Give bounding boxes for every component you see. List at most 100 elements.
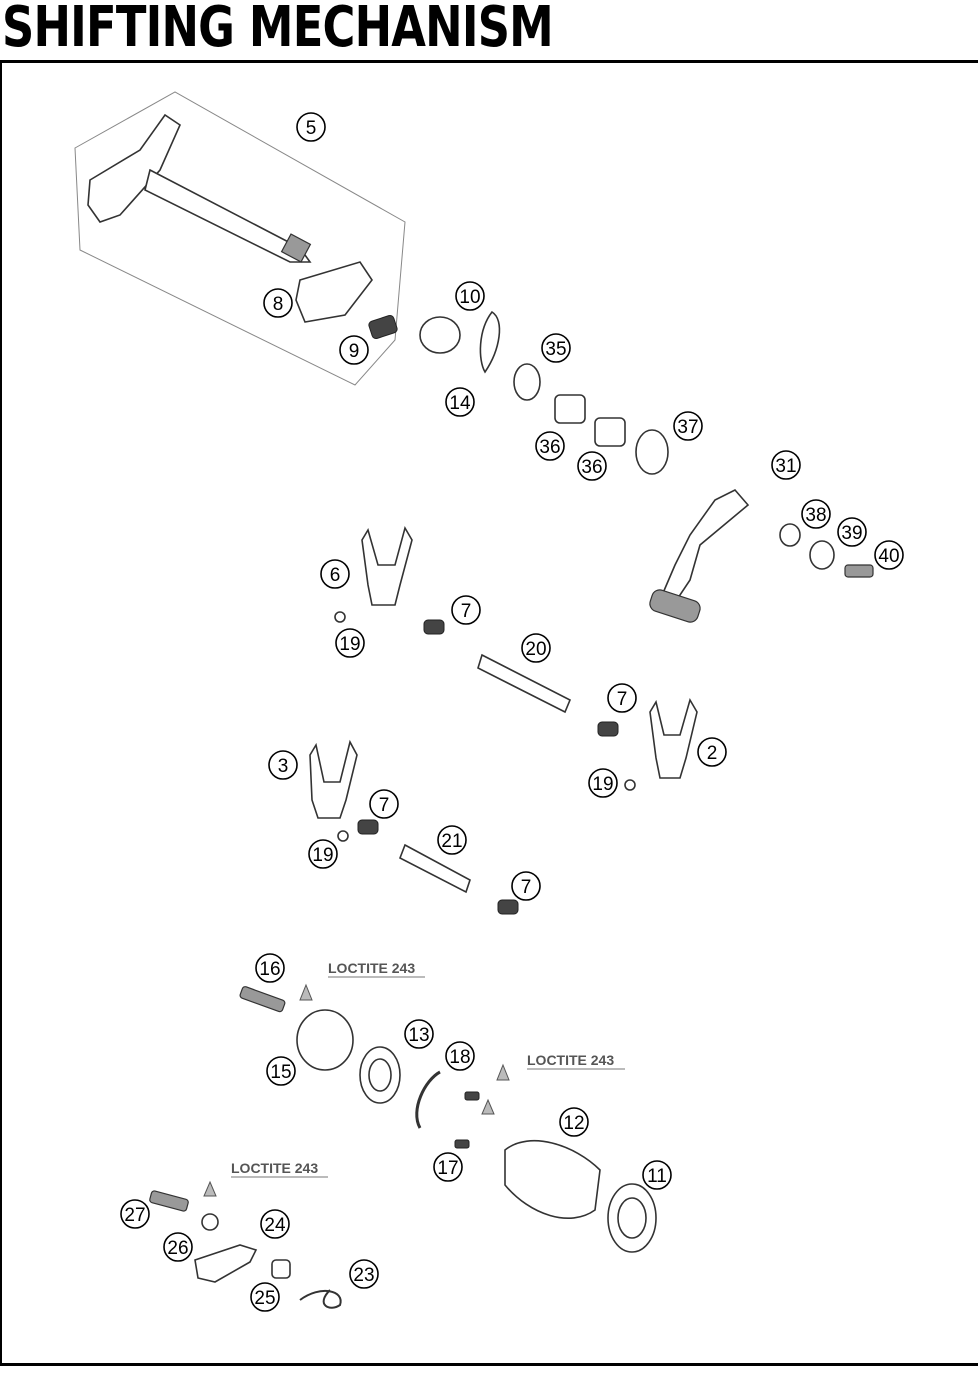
callout-circle <box>335 628 365 658</box>
callout-number: 25 <box>254 1288 275 1309</box>
callout-number: 3 <box>278 756 289 777</box>
callout-number: 21 <box>441 831 462 852</box>
loctite-label: LOCTITE 243 <box>328 960 415 976</box>
callout-circle <box>451 595 481 625</box>
callout-number: 19 <box>592 774 613 795</box>
callout-circle <box>673 411 703 441</box>
callout-number: 16 <box>259 959 280 980</box>
callout-number: 20 <box>525 639 546 660</box>
callout-circle <box>263 288 293 318</box>
seal-part-37 <box>635 429 669 475</box>
callout-circle <box>250 1282 280 1312</box>
callout-circle <box>771 450 801 480</box>
lever-part-24 <box>194 1244 258 1283</box>
roller-part-19a <box>334 611 346 623</box>
callout-number: 7 <box>379 795 390 816</box>
callout-number: 19 <box>312 845 333 866</box>
callout-number: 14 <box>449 393 471 414</box>
callout-circle <box>642 1160 672 1190</box>
spring-part-14 <box>479 310 501 374</box>
spring-part-23 <box>299 1289 342 1309</box>
loctite-label: LOCTITE 243 <box>527 1052 614 1068</box>
shift-drum-locating-part-15 <box>296 1009 354 1071</box>
callout-circle <box>255 953 285 983</box>
callout-number: 36 <box>581 457 602 478</box>
callout-circle <box>268 750 298 780</box>
callout-circle <box>577 451 607 481</box>
plate-part <box>295 261 373 323</box>
callout-number: 13 <box>408 1025 429 1046</box>
callout-circle <box>521 633 551 663</box>
roller-part-19b <box>624 779 636 791</box>
callout-number: 8 <box>273 294 284 315</box>
bolt-part-27 <box>149 1190 189 1212</box>
callout-circle <box>260 1209 290 1239</box>
callout-circle <box>445 1041 475 1071</box>
callout-number: 24 <box>264 1215 286 1236</box>
shift-fork-part-6 <box>361 525 413 606</box>
callout-number: 23 <box>353 1265 374 1286</box>
lockwasher-part-39 <box>809 540 835 570</box>
callout-circle <box>296 112 326 142</box>
callout-circle <box>404 1019 434 1049</box>
pin-part-7b <box>597 721 619 737</box>
callout-circle <box>697 737 727 767</box>
loctite-label: LOCTITE 243 <box>231 1160 318 1176</box>
sub-assembly-outline <box>74 91 406 386</box>
diagram-frame <box>0 60 978 1366</box>
callout-circle <box>559 1107 589 1137</box>
callout-number: 40 <box>878 546 899 567</box>
pin-part-7c <box>357 819 379 835</box>
shift-shaft-part <box>87 113 312 263</box>
callout-number: 7 <box>617 689 628 710</box>
callout-number: 17 <box>437 1158 458 1179</box>
callout-circle <box>163 1232 193 1262</box>
callout-circle <box>874 540 904 570</box>
page-title: SHIFTING MECHANISM <box>2 0 554 60</box>
callout-number: 39 <box>841 523 862 544</box>
loctite-drop-2 <box>496 1063 510 1081</box>
fork-rod-part-20 <box>477 653 572 714</box>
callout-circle <box>433 1152 463 1182</box>
callout-circle <box>369 789 399 819</box>
callout-number: 12 <box>563 1113 584 1134</box>
callout-circle <box>541 333 571 363</box>
callout-number: 18 <box>449 1047 470 1068</box>
callout-number: 36 <box>539 437 560 458</box>
callout-circle <box>266 1056 296 1086</box>
bushing-part-10 <box>419 316 461 354</box>
shift-fork-part-3 <box>309 739 358 819</box>
bolt-part-16 <box>239 986 286 1013</box>
callout-circle <box>801 499 831 529</box>
callout-circle <box>445 387 475 417</box>
pin-part-7a <box>423 619 445 635</box>
callout-circle <box>511 871 541 901</box>
bolt-part-9 <box>368 314 398 340</box>
callout-circle <box>339 335 369 365</box>
callout-circle <box>437 825 467 855</box>
bushing-part-25 <box>271 1259 291 1279</box>
callout-number: 5 <box>306 118 317 139</box>
callout-circle <box>837 517 867 547</box>
shift-fork-part-2 <box>649 697 698 779</box>
screw-part-18 <box>464 1091 480 1101</box>
bushing-part-36a <box>554 394 586 424</box>
callout-circle <box>455 281 485 311</box>
screw-part-17 <box>454 1139 470 1149</box>
bolt-part-40 <box>844 564 874 578</box>
callout-number: 2 <box>707 743 718 764</box>
callout-circle <box>588 768 618 798</box>
callout-circle <box>607 683 637 713</box>
callout-number: 7 <box>521 877 532 898</box>
loctite-drop-4 <box>203 1180 217 1197</box>
callout-number: 35 <box>545 339 566 360</box>
bushing-part-36b <box>594 417 626 447</box>
callout-number: 27 <box>124 1205 145 1226</box>
callout-circle <box>308 839 338 869</box>
washer-part-38 <box>779 523 801 547</box>
callout-number: 15 <box>270 1062 291 1083</box>
callout-number: 31 <box>775 456 796 477</box>
callout-number: 11 <box>647 1166 667 1187</box>
